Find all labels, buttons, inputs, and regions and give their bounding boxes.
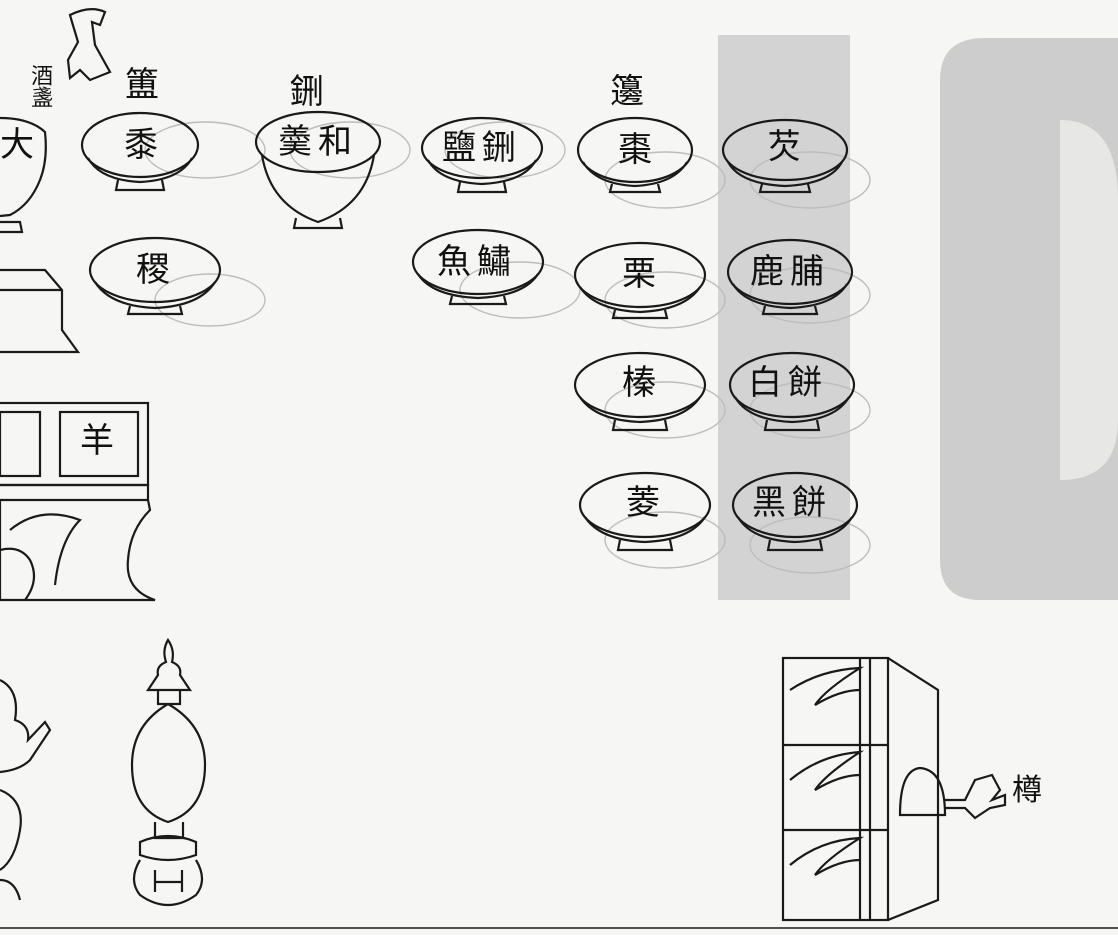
stand-label-yang: 羊 [80,424,114,458]
bowl-text-zao: 棗 [618,133,658,167]
bowl-text-qian: 芡 [767,130,807,164]
label-xing: 鉶 [290,75,324,109]
label-wine-cup: 酒盞 [28,64,51,108]
bowl-text-ji: 稷 [136,253,176,287]
bowl-text-lufu: 鹿脯 [750,255,830,289]
bowl-text-zhen: 榛 [622,366,662,400]
bowl-text-shu: 黍 [124,128,164,162]
vessel-label-zun: 樽 [1012,776,1042,806]
bowl-text-heibing: 黑餅 [752,486,832,520]
bowl-text-ling: 菱 [626,486,666,520]
label-gui: 簠 [125,68,159,102]
bowl-text-yanxing: 鹽鉶 [442,131,522,165]
label-bian: 籩 [610,75,644,109]
bowl-text-baibing: 白餅 [748,366,828,400]
bowl-text-li: 栗 [622,257,662,291]
bowl-text-yusu: 魚鱐 [437,245,517,279]
bowl-text-genghe: 羮和 [278,125,358,159]
bowl-text-da: 大 [0,128,34,162]
